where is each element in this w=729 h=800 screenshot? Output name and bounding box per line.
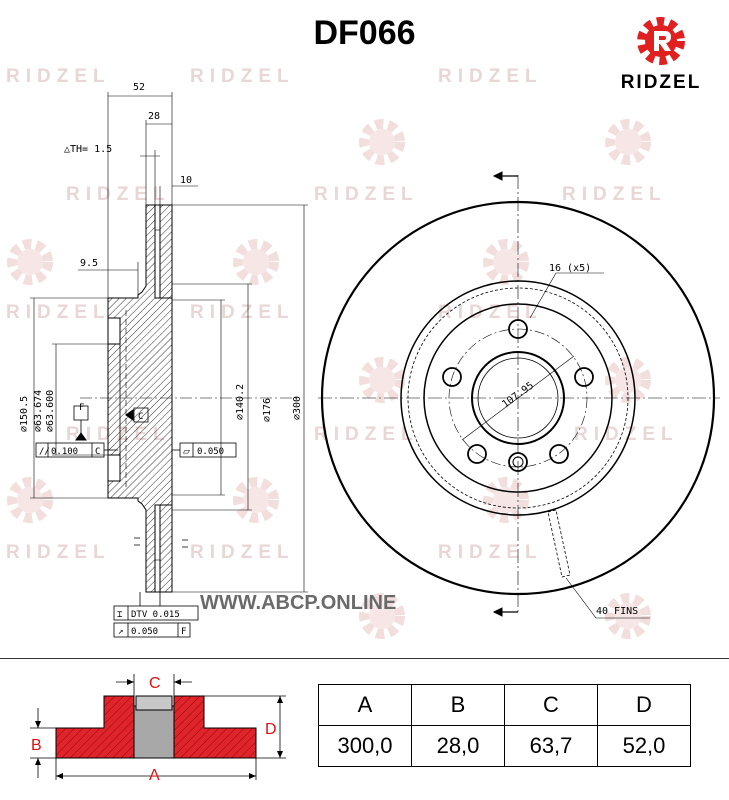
legend-label-a: A [149, 767, 160, 784]
legend-label-d: D [265, 721, 277, 738]
watermark-gear-icon [233, 239, 279, 285]
watermark-gear-icon [483, 239, 529, 285]
tol-parallelism: 0.100 [51, 447, 78, 457]
watermark-text: RIDZEL [314, 184, 419, 205]
dim-300: ⌀300 [292, 396, 303, 420]
tol-runout: 0.050 [131, 627, 158, 637]
watermark-gear-icon [359, 357, 405, 403]
watermark-text: RIDZEL [574, 424, 679, 445]
flatness-icon: ⏥ [183, 447, 190, 457]
table-value-c: 63,7 [504, 725, 598, 767]
watermark-text: RIDZEL [562, 184, 667, 205]
watermark-gear-icon [605, 593, 651, 639]
datum-f-label: F [79, 403, 84, 413]
watermark-gear-icon [359, 593, 405, 639]
watermark-gear-icon [7, 477, 53, 523]
watermark-text: RIDZEL [190, 542, 295, 563]
dim-176: ⌀176 [262, 398, 273, 422]
table-value-b: 28,0 [411, 725, 505, 767]
watermark-gear-icon [605, 119, 651, 165]
watermark-text: RIDZEL [6, 302, 111, 323]
parallelism-icon: // [39, 447, 50, 457]
brand-logo: RIDZEL [606, 14, 716, 94]
dim-holes: 16 (x5) [549, 263, 591, 274]
table-header-c: C [504, 684, 598, 726]
dimension-legend: C D B A [30, 674, 286, 784]
brand-name: RIDZEL [620, 72, 702, 93]
watermark-gear-icon [233, 477, 279, 523]
thickness-icon: ⌶ [117, 610, 123, 620]
front-view [318, 171, 720, 619]
table-row: A B C D [318, 684, 691, 726]
tol-parallelism-ref: C [95, 447, 100, 457]
watermark-text: RIDZEL [190, 302, 295, 323]
tol-runout-ref: F [181, 627, 186, 637]
watermark-gear-icon [7, 239, 53, 285]
watermark-text: RIDZEL [438, 302, 543, 323]
legend-label-c: C [149, 675, 161, 692]
watermark-text: RIDZEL [190, 66, 295, 87]
table-row: 300,0 28,0 63,7 52,0 [318, 725, 691, 767]
legend-label-b: B [31, 737, 42, 754]
dim-9-5: 9.5 [80, 258, 98, 269]
watermark-gear-icon [359, 119, 405, 165]
technical-drawing: 52 28 △TH= 1.5 10 9.5 F C ⌀150.5 ⌀63.674… [19, 82, 720, 638]
website-watermark: WWW.ABCP.ONLINE [200, 592, 397, 614]
watermark-text: RIDZEL [66, 184, 171, 205]
watermark-text: RIDZEL [314, 424, 419, 445]
divider [0, 658, 729, 659]
table-value-a: 300,0 [318, 725, 412, 767]
dim-52: 52 [133, 82, 145, 93]
table-value-d: 52,0 [597, 725, 691, 767]
ridzel-gear-icon [637, 17, 685, 65]
table-header-d: D [597, 684, 691, 726]
table-header-b: B [411, 684, 505, 726]
dim-140-2: ⌀140.2 [235, 384, 246, 420]
dim-th: △TH= 1.5 [64, 144, 112, 155]
runout-icon: ↗ [118, 627, 123, 637]
tol-flatness: 0.050 [197, 447, 224, 457]
table-header-a: A [318, 684, 412, 726]
watermark-text: RIDZEL [438, 542, 543, 563]
datum-c-label: C [138, 412, 143, 422]
watermark-text: RIDZEL [438, 66, 543, 87]
spec-table: A B C D 300,0 28,0 63,7 52,0 [318, 684, 691, 767]
dim-10: 10 [180, 175, 192, 186]
page-title: DF066 [313, 14, 416, 52]
watermark-text: RIDZEL [6, 542, 111, 563]
side-section-view [30, 92, 308, 638]
tol-dtv: DTV 0.015 [131, 610, 180, 620]
watermark-text: RIDZEL [6, 66, 111, 87]
dim-fins: 40 FINS [596, 606, 638, 617]
dim-28: 28 [148, 111, 160, 122]
dim-63-674: ⌀63.674 [33, 390, 44, 432]
dim-63-600: ⌀63.600 [45, 390, 56, 432]
dim-150-5: ⌀150.5 [19, 396, 30, 432]
